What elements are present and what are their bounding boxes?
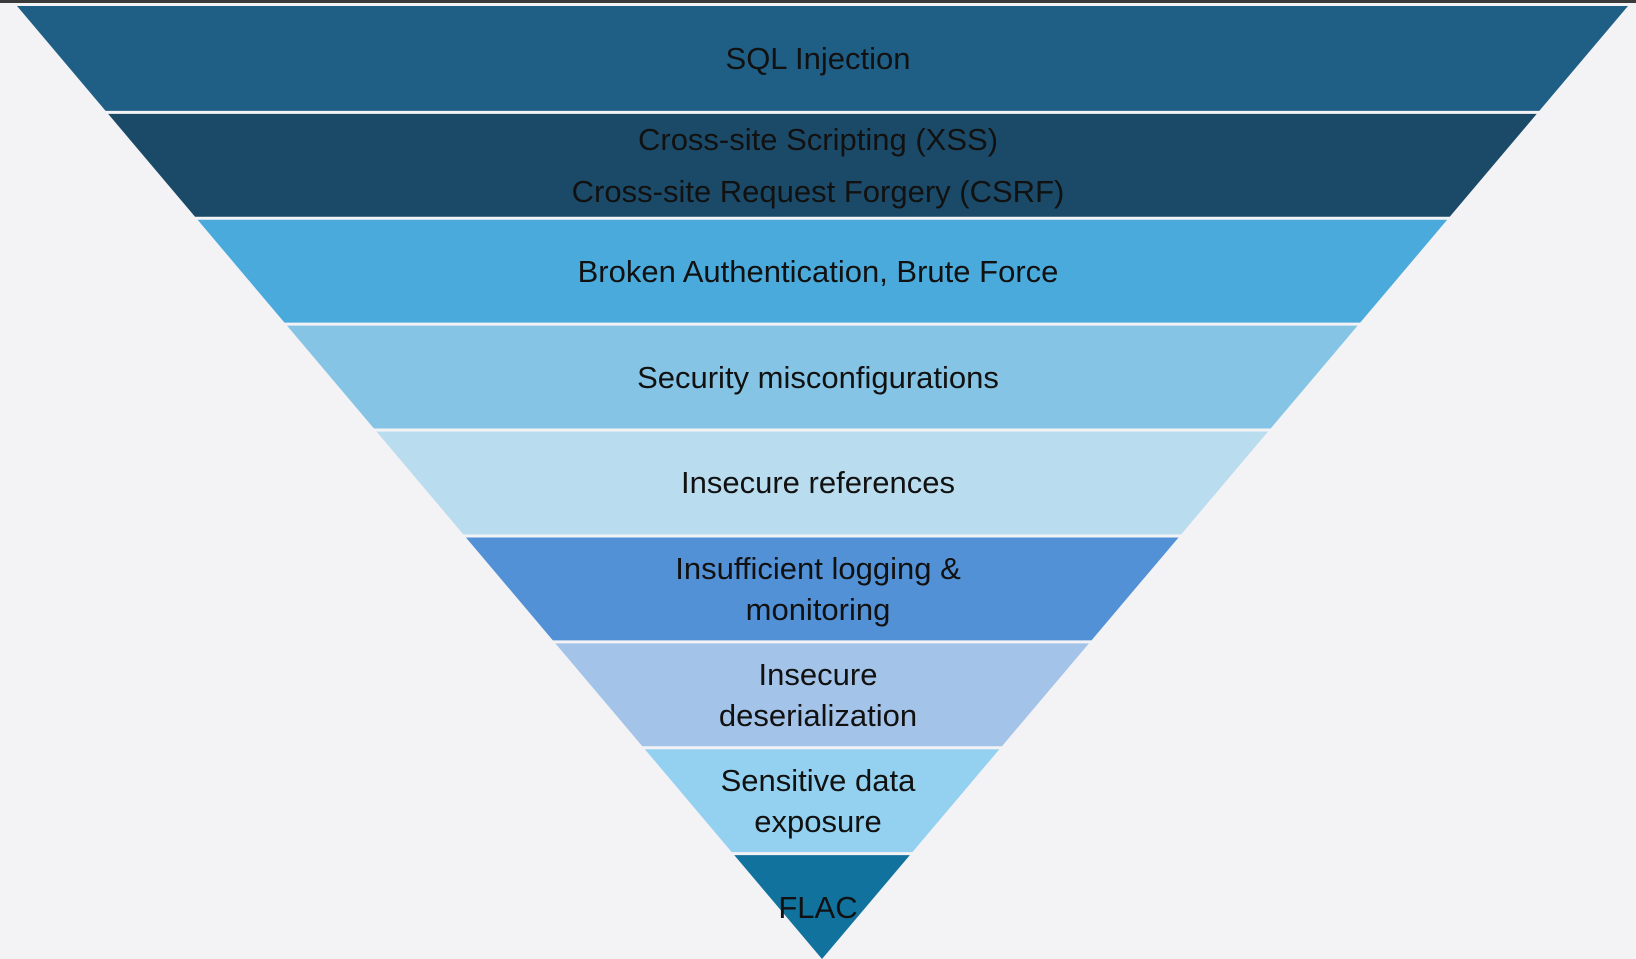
funnel-layer-7 [644, 749, 1000, 853]
funnel-layer-3 [287, 325, 1358, 429]
funnel-layer-4 [376, 431, 1269, 535]
funnel-layer-5 [465, 537, 1179, 641]
funnel-layer-6 [555, 643, 1089, 747]
funnel-layer-8 [734, 855, 910, 959]
funnel-layer-0 [17, 6, 1628, 111]
funnel-layer-1 [108, 113, 1537, 217]
window-top-border [0, 0, 1636, 3]
funnel-layer-2 [197, 219, 1448, 323]
